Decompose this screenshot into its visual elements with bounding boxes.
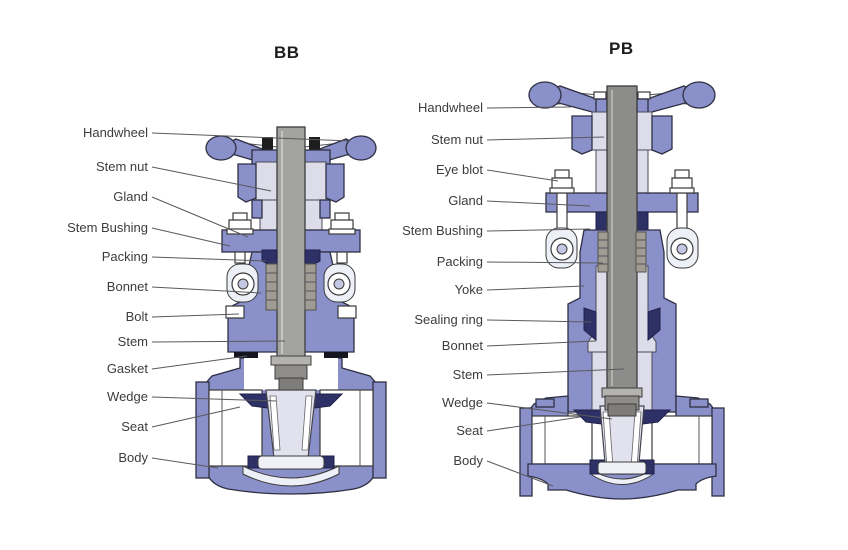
pb-label-stem: Stem: [452, 367, 483, 382]
pb-label-seat: Seat: [456, 423, 483, 438]
leader-line: [151, 313, 240, 318]
bb-stem-bushing-bolts: [226, 212, 356, 264]
bb-bolt-right: [337, 305, 357, 319]
pb-eye-links: [545, 227, 699, 269]
pb-wedge: [597, 405, 647, 475]
bb-bolt: [225, 305, 245, 319]
pb-title: PB: [609, 39, 634, 58]
leader-line: [486, 200, 591, 207]
leader-line: [151, 406, 241, 428]
bb-packing: [261, 249, 321, 311]
pb-label-eye-blot: Eye blot: [436, 162, 483, 177]
leader-line: [486, 402, 613, 420]
leader-line: [151, 396, 277, 402]
bb-valve-drawing: [195, 126, 387, 495]
bb-label-stem: Stem: [117, 334, 148, 349]
pb-label-body: Body: [453, 453, 483, 468]
bb-label-bolt: Bolt: [125, 309, 148, 324]
pb-label-gland: Gland: [448, 193, 483, 208]
bb-stem: [270, 126, 312, 391]
pb-label-sealing-ring: Sealing ring: [414, 312, 483, 327]
leader-line: [486, 261, 604, 264]
bb-label-handwheel: Handwheel: [82, 125, 148, 140]
pb-leader-lines: [486, 106, 625, 487]
pb-label-stem-bushing: Stem Bushing: [402, 223, 483, 238]
leader-line: [151, 166, 272, 192]
bb-label-gasket: Gasket: [106, 361, 148, 376]
bb-label-stem-nut: Stem nut: [95, 159, 148, 174]
bb-leader-lines: [151, 132, 351, 469]
bb-gasket: [234, 352, 348, 358]
pb-label-packing: Packing: [436, 254, 483, 269]
pb-label-stem-nut: Stem nut: [430, 132, 483, 147]
leader-line: [486, 319, 592, 323]
bb-label-gland: Gland: [113, 189, 148, 204]
bb-label-body: Body: [118, 450, 148, 465]
leader-line: [486, 228, 591, 232]
leader-line: [486, 169, 559, 182]
leader-line: [151, 286, 262, 294]
leader-line: [151, 340, 286, 343]
pb-label-handwheel: Handwheel: [417, 100, 483, 115]
pb-label-yoke: Yoke: [454, 282, 483, 297]
pb-label-wedge: Wedge: [442, 395, 483, 410]
bb-label-seat: Seat: [121, 419, 148, 434]
leader-line: [151, 196, 249, 238]
bb-label-bonnet: Bonnet: [106, 279, 148, 294]
bb-title: BB: [274, 43, 300, 62]
bb-wedge: [257, 389, 325, 470]
leader-line: [151, 227, 231, 247]
pb-body: [519, 395, 725, 500]
leader-line: [486, 340, 597, 347]
leader-line: [486, 416, 581, 432]
pb-valve-drawing: [519, 81, 725, 500]
bb-label-packing: Packing: [101, 249, 148, 264]
leader-line: [486, 136, 605, 141]
pb-sealing-ring: [583, 307, 661, 342]
leader-line: [151, 256, 267, 262]
bb-label-stem-bushing: Stem Bushing: [67, 220, 148, 235]
pb-label-bonnet: Bonnet: [441, 338, 483, 353]
bb-label-wedge: Wedge: [107, 389, 148, 404]
leader-line: [486, 368, 625, 376]
leader-line: [486, 285, 585, 291]
leader-line: [151, 132, 351, 142]
leader-line: [486, 460, 554, 487]
leader-line: [151, 355, 248, 370]
pb-packing: [597, 231, 647, 273]
leader-line: [151, 457, 219, 469]
leader-line: [486, 106, 572, 109]
